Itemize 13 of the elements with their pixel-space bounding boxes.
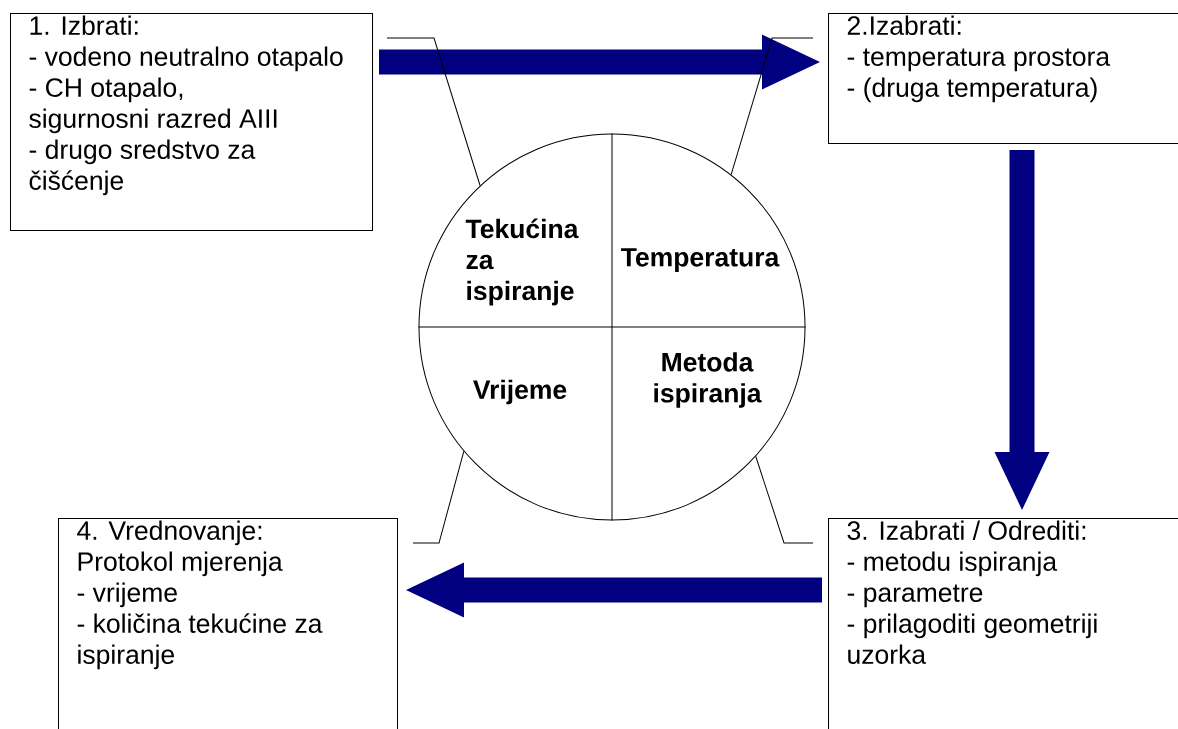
leader-line <box>730 37 814 176</box>
leader-line <box>412 450 465 544</box>
quadrant-label: Tekućina za ispiranje <box>465 218 579 306</box>
step-box: 3. Izabrati / Odrediti: - metodu ispiranja - parametre - prilagoditi geometriji uzorka <box>828 518 1178 729</box>
quadrant-label: Temperatura <box>621 248 780 272</box>
leader-line <box>386 37 481 186</box>
quadrant-label: Vrijeme <box>473 379 567 405</box>
leader-line <box>755 456 814 544</box>
circle <box>418 133 806 521</box>
quadrant-label: Metoda ispiranja <box>654 352 762 408</box>
step-box: 4. Vrednovanje: Protokol mjerenja - vrijeme - količina tekućine za ispiranje <box>58 518 398 729</box>
step-box: 1. Izbrati: - vodeno neutralno otapalo - CH otapalo, sigurnosni razred AIII - drugo sredstvo za čišćenje <box>10 13 373 231</box>
step-box: 2.Izabrati: - temperatura prostora - (druga temperatura) <box>828 13 1178 144</box>
